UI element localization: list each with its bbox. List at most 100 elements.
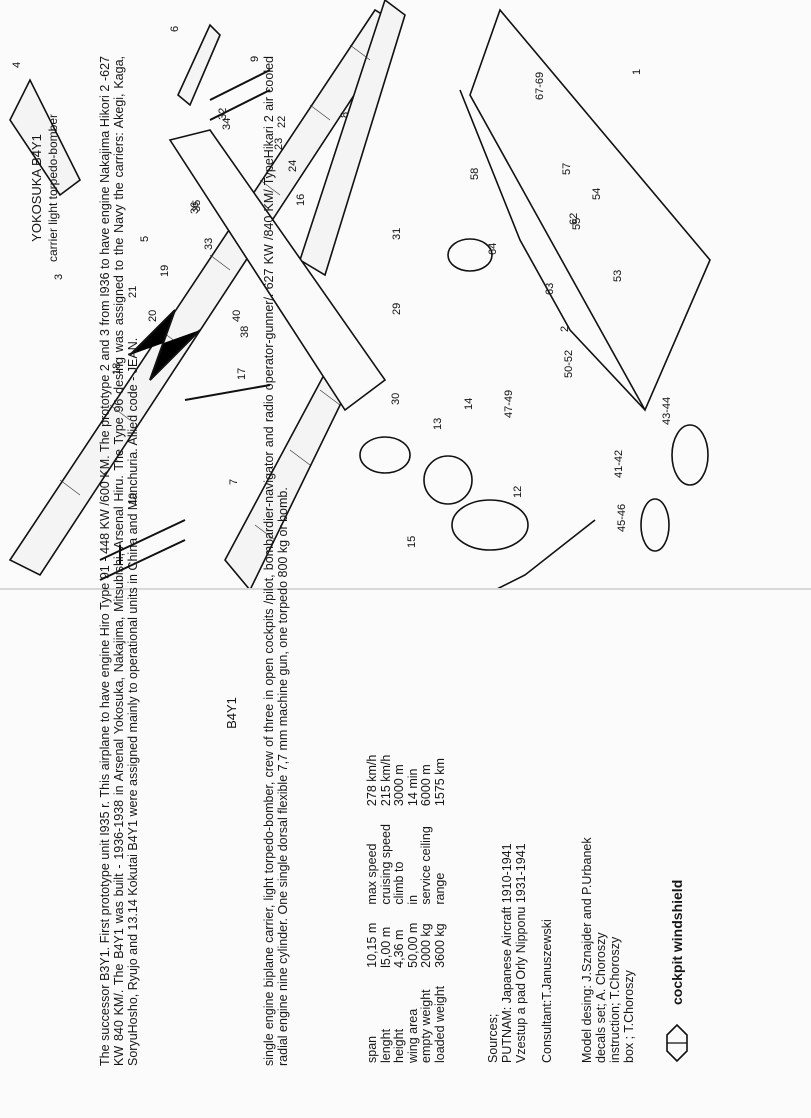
part-number-label: 20 (147, 310, 159, 322)
part-number-label: 2 (559, 326, 571, 332)
part-number-label: 31 (391, 228, 403, 240)
spec-value: 50,00 m (405, 922, 420, 968)
spec-value: 1575 km (432, 758, 447, 807)
horizontal-tail (177, 23, 221, 107)
engine-radial (423, 455, 473, 505)
part-number-label: 24 (287, 160, 299, 172)
part-number-label: 15 (406, 536, 418, 548)
spec-label: cruising speed (378, 824, 393, 905)
part-number-label: 50-52 (563, 350, 575, 378)
part-number-label: 14 (463, 398, 475, 410)
part-number-label: 7 (228, 479, 240, 485)
sources-heading: Sources; (486, 1013, 500, 1063)
page-title: YOKOSUKA B4Y1 (29, 134, 44, 242)
part-number-label: 9 (249, 56, 261, 62)
part-number-label: 19 (159, 265, 171, 277)
spec-label: wing area (405, 1008, 420, 1063)
part-number-label: 10 (127, 493, 139, 505)
part-number-label: 3 (53, 274, 65, 280)
fuselage (168, 129, 387, 412)
page-fold (0, 588, 811, 590)
legend-row: cockpit windshield (665, 880, 689, 1063)
part-number-label: 22 (276, 116, 288, 128)
part-number-label: 53 (612, 270, 624, 282)
part-number-label: 40 (231, 310, 243, 322)
part-number-label: 55 (571, 218, 583, 230)
spec-label: lenght (378, 1028, 393, 1063)
part-number-label: 62 (568, 213, 580, 225)
spec-value: 215 km/h (378, 754, 393, 807)
cowling (451, 499, 529, 551)
tail-plane (9, 78, 82, 197)
part-number-label: 58 (469, 168, 481, 180)
part-number-label: 4 (11, 62, 23, 68)
model-heading: B4Y1 (224, 697, 239, 729)
part-number-label: 32 (217, 108, 229, 120)
part-number-label: 34 (221, 118, 233, 130)
spec-value: 2000 kg (419, 923, 433, 968)
spec-value: 278 km/h (365, 754, 379, 807)
spec-label: span (365, 1035, 379, 1063)
fuselage-half (469, 8, 711, 412)
wheel (359, 436, 411, 474)
windshield-symbol-icon (666, 1023, 688, 1063)
spec-label: in (405, 894, 420, 905)
spec-label: height (392, 1028, 406, 1063)
part-number-label: 35 (191, 200, 203, 212)
lower-wing-right (299, 0, 406, 277)
part-number-label: 17 (236, 368, 248, 380)
part-number-label: 63 (544, 283, 556, 295)
part-number-label: 38 (239, 326, 251, 338)
spec-value: 3600 kg (432, 923, 447, 968)
sources-block: Sources; PUTNAM: Japanese Aircraft 1910-… (486, 663, 528, 1063)
spec-label: empty weight (419, 989, 433, 1063)
part-number-label: 54 (591, 188, 603, 200)
description-paragraph: single engine biplane carrier, light tor… (262, 56, 290, 1066)
part-number-label: 67-69 (534, 72, 546, 100)
spec-value: 3000 m (392, 764, 406, 807)
legend-label: cockpit windshield (669, 879, 685, 1005)
part-number-label: 8 (339, 112, 351, 118)
strut-17 (184, 384, 271, 401)
credit-item: Model desing: J.Sznajder and P.Urbanek (580, 837, 594, 1063)
source-item: Vzestup a pad Orly Nipponu 1931-1941 (514, 843, 528, 1063)
spec-row: span 10,15 m max speed 278 km/h (365, 737, 380, 1063)
spec-value: 4,36 m (392, 929, 406, 968)
part-number-label: 23 (273, 138, 285, 150)
spec-label: max speed (365, 843, 379, 905)
assembly-drawing: 1234567891011121314151617181920212223242… (8, 0, 711, 588)
consultant-line: Consultant:T.Januszewski (540, 919, 554, 1063)
part-number-label: 29 (391, 303, 403, 315)
page-subtitle: carrier light torpedo-bomber (46, 113, 60, 263)
part-number-label: 64 (487, 243, 499, 255)
strut-set-18 (129, 309, 201, 381)
part-number-label: 16 (295, 194, 307, 206)
part-number-label: 1 (631, 69, 643, 75)
part-number-label: 5 (139, 236, 151, 242)
part-number-label: 57 (561, 163, 573, 175)
part-number-label: 21 (127, 286, 139, 298)
fuselage-half-inner (459, 89, 646, 411)
part-number-label: 12 (512, 486, 524, 498)
part-number-label: 33 (203, 238, 215, 250)
spec-value: 10,15 m (365, 922, 379, 968)
part-number-label: 36 (189, 202, 201, 214)
spec-value: 14 min (405, 768, 420, 807)
part-number-label: 13 (432, 418, 444, 430)
history-paragraph: The successor B3Y1. First prototype unit… (98, 56, 140, 1066)
windshield-b (640, 498, 670, 552)
source-item: PUTNAM: Japanese Aircraft 1910-1941 (500, 843, 514, 1063)
spec-value: 6000 m (419, 764, 433, 807)
part-number-label: 30 (390, 393, 402, 405)
credit-item: decals set; A. Choroszy (594, 932, 608, 1063)
part-number-label: 18 (111, 363, 123, 375)
propeller (497, 519, 596, 588)
part-number-label: 45-46 (616, 504, 628, 532)
